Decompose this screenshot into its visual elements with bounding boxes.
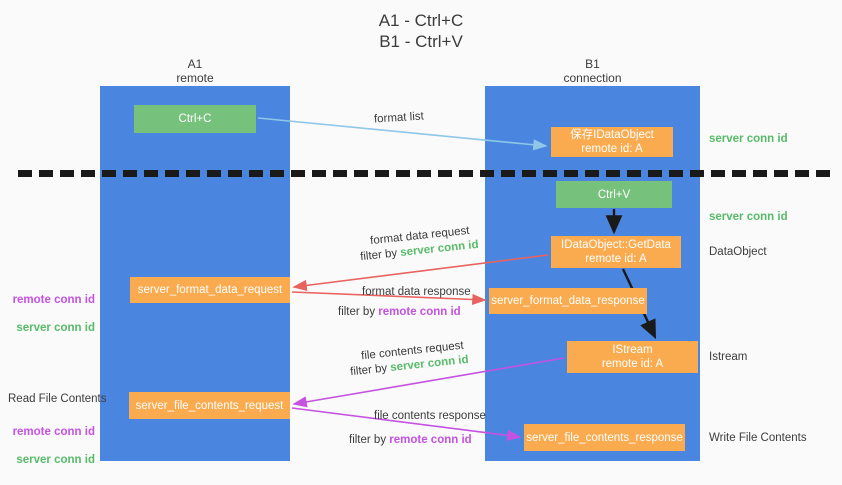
node-istream[interactable]: IStream remote id: A	[567, 341, 698, 373]
node-ctrl-v[interactable]: Ctrl+V	[556, 181, 672, 208]
filter-prefix: filter by	[349, 362, 391, 379]
annotation-conn-id-pair-top: remote conn id server conn id	[11, 279, 95, 349]
annotation-read-file-contents: Read File Contents	[8, 393, 107, 405]
lane-header-b1: B1 connection	[563, 57, 622, 85]
annotation-remote-conn-id: remote conn id	[12, 294, 95, 306]
annotation-istream: Istream	[709, 351, 748, 363]
annotation-server-conn-id-top: server conn id	[709, 133, 788, 145]
annotation-write-file-contents: Write File Contents	[709, 432, 807, 444]
edge-label-format-data-response-filter: filter by remote conn id	[338, 305, 461, 320]
node-server-file-contents-request[interactable]: server_file_contents_request	[129, 392, 290, 419]
filter-prefix: filter by	[338, 306, 379, 318]
node-server-file-contents-response[interactable]: server_file_contents_response	[524, 424, 685, 451]
annotation-remote-conn-id: remote conn id	[12, 426, 95, 438]
node-ctrl-c[interactable]: Ctrl+C	[134, 105, 256, 133]
filter-prefix: filter by	[349, 434, 390, 446]
annotation-dataobject: DataObject	[709, 246, 767, 258]
node-server-format-data-request[interactable]: server_format_data_request	[130, 277, 290, 303]
lane-header-a1: A1 remote	[176, 57, 214, 85]
annotation-server-conn-id: server conn id	[16, 454, 95, 466]
edge-label-format-data-response: format data response	[362, 286, 471, 298]
edge-label-format-list: format list	[373, 110, 425, 126]
node-server-format-data-response[interactable]: server_format_data_response	[489, 288, 647, 314]
page-title: A1 - Ctrl+C B1 - Ctrl+V	[378, 11, 464, 51]
filter-prefix: filter by	[359, 247, 401, 264]
filter-key-remote-conn-id: remote conn id	[389, 434, 472, 446]
node-idataobject-getdata[interactable]: IDataObject::GetData remote id: A	[551, 236, 681, 268]
node-save-idataobject[interactable]: 保存IDataObject remote id: A	[551, 127, 673, 157]
filter-key-remote-conn-id: remote conn id	[378, 306, 461, 318]
edge-label-file-contents-response: file contents response	[374, 410, 486, 422]
annotation-conn-id-pair-bottom: remote conn id server conn id	[11, 411, 95, 481]
phase-divider	[18, 170, 830, 177]
annotation-server-conn-id: server conn id	[16, 322, 95, 334]
annotation-server-conn-id-mid: server conn id	[709, 211, 788, 223]
edge-label-file-contents-response-filter: filter by remote conn id	[349, 433, 472, 448]
